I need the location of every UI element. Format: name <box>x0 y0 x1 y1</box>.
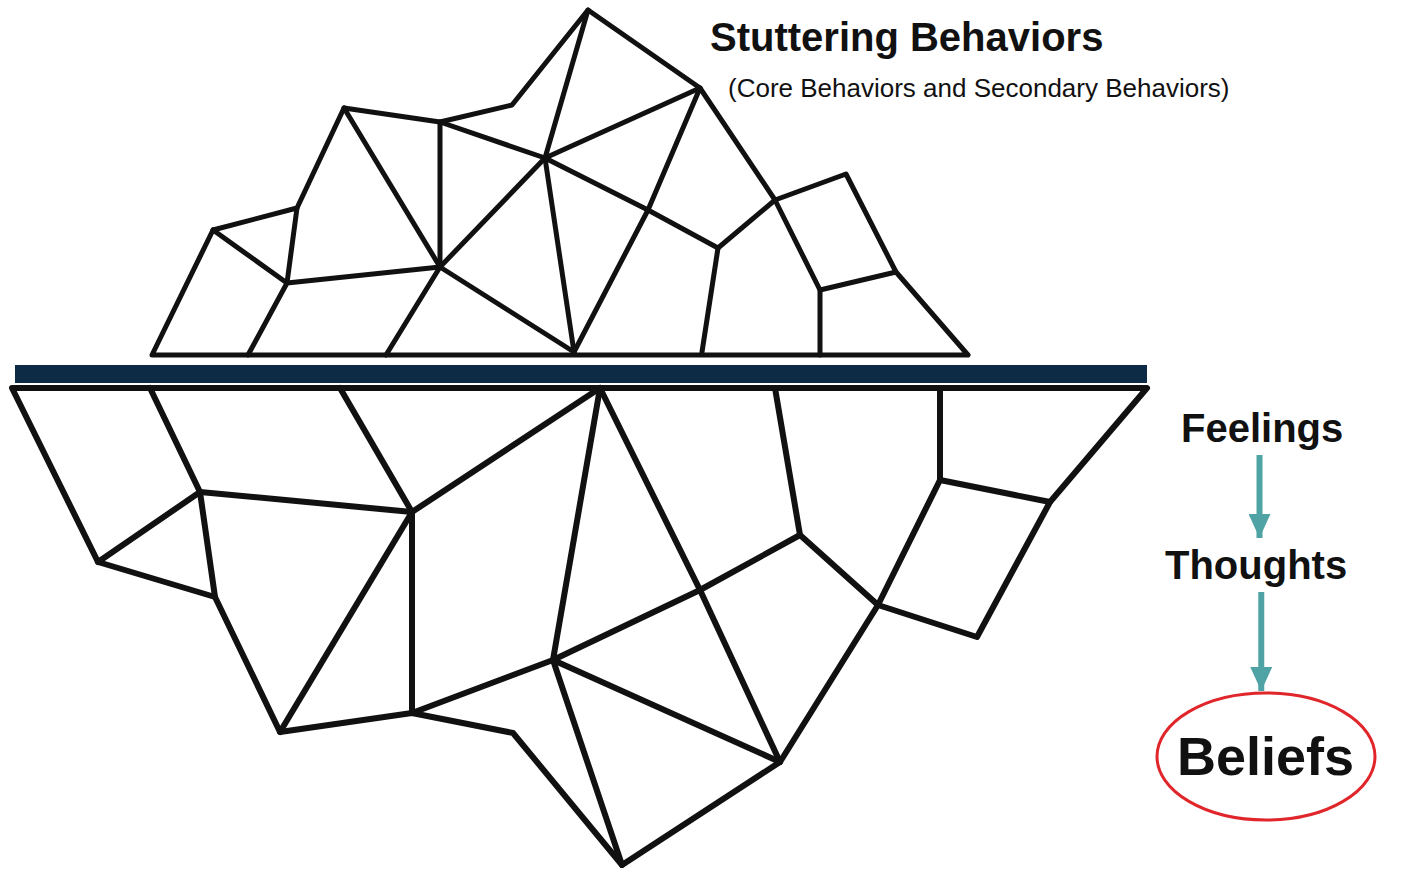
iceberg-tip-subheading: (Core Behaviors and Secondary Behaviors) <box>728 74 1229 104</box>
iceberg-underwater <box>12 388 1147 865</box>
circled-belief-node: Beliefs <box>1155 691 1377 822</box>
red-circle <box>1157 693 1375 820</box>
node-text: Beliefs <box>1177 725 1355 787</box>
thoughts-text-node: Thoughts <box>1161 538 1352 592</box>
node-text: Feelings <box>1181 405 1344 451</box>
water-line <box>15 365 1147 383</box>
iceberg-tip <box>152 10 968 355</box>
feelings-text-node: Feelings <box>1177 401 1348 455</box>
flow-arrow <box>1257 455 1263 538</box>
iceberg-tip-heading: Stuttering Behaviors <box>710 14 1103 60</box>
node-text: Thoughts <box>1165 542 1348 588</box>
flow-arrow <box>1258 592 1264 691</box>
